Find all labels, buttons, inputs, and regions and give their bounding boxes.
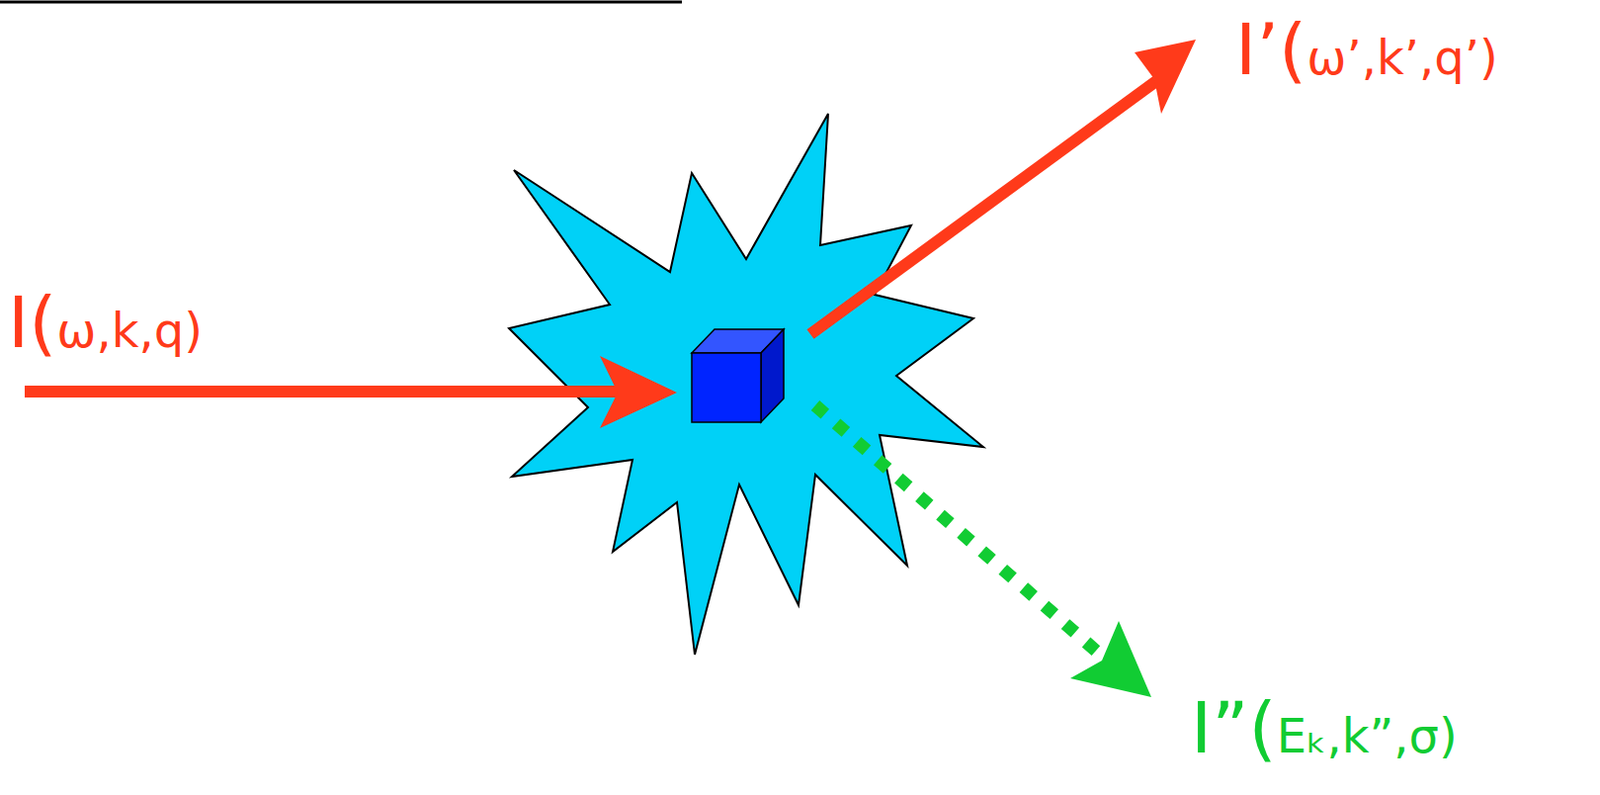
emitted-label: I”(Eₖ,k”,σ) xyxy=(1190,691,1458,763)
incoming-arrow-head xyxy=(599,355,677,428)
incoming-label: I(ω,k,q) xyxy=(7,286,203,358)
emitted-dotted-shaft xyxy=(815,405,1105,659)
interaction-starburst xyxy=(508,113,984,655)
incoming-arrow-shaft xyxy=(24,385,628,398)
top-rule xyxy=(0,0,682,4)
cube-front xyxy=(691,352,761,422)
emitted-arrow-head xyxy=(1070,620,1152,697)
scattered-arrow-head xyxy=(1134,39,1196,114)
scattered-arrow-shaft xyxy=(810,81,1157,335)
cube-side xyxy=(760,329,784,422)
scattered-label: I’(ω’,k’,q’) xyxy=(1235,13,1499,85)
